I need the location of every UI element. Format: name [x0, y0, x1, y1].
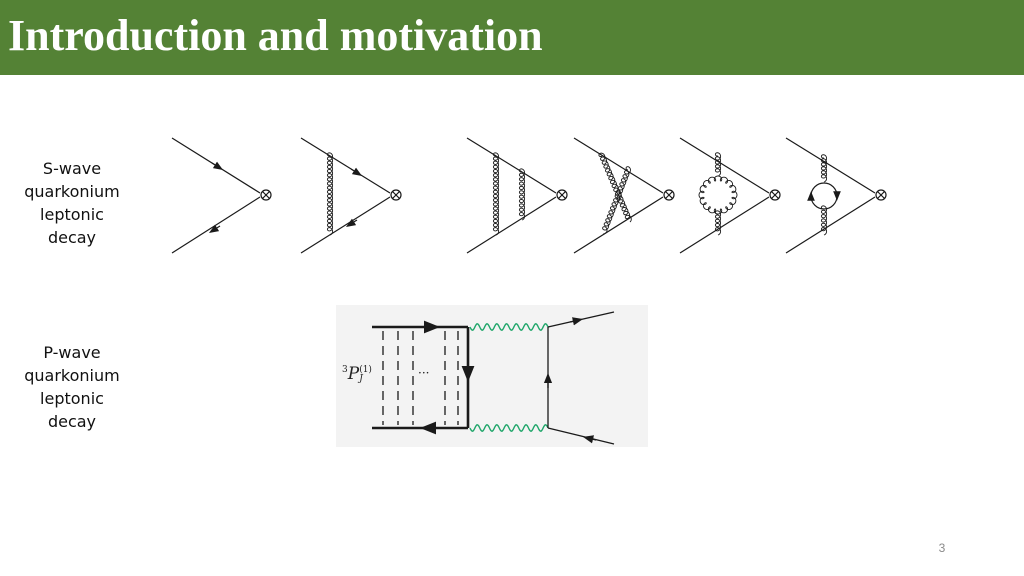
state-subscript: J — [359, 373, 363, 384]
label-line: quarkonium — [24, 182, 120, 201]
ellipsis: ··· — [418, 366, 430, 380]
feynman-diagram-p-wave — [372, 311, 615, 445]
feynman-diagram-quark-loop — [785, 137, 887, 254]
feynman-diagram-ladder — [466, 137, 568, 254]
feynman-diagram-crossed — [573, 137, 675, 254]
feynman-diagram-gluon-loop — [679, 137, 781, 254]
label-line: P-wave — [43, 343, 101, 362]
feynman-diagram-tree — [171, 137, 272, 254]
label-line: leptonic — [40, 205, 104, 224]
label-line: leptonic — [40, 389, 104, 408]
slide-title: Introduction and motivation — [8, 11, 543, 60]
state-label: 3P(1)J — [342, 364, 372, 384]
label-line: quarkonium — [24, 366, 120, 385]
page-number: 3 — [938, 541, 946, 555]
label-line: decay — [47, 228, 97, 247]
label-line: decay — [47, 412, 97, 431]
feynman-diagram-gluon-exchange — [300, 137, 402, 254]
p-wave-label: P-wave quarkonium leptonic decay — [12, 341, 132, 433]
state-superscript: (1) — [359, 364, 372, 375]
s-wave-label: S-wave quarkonium leptonic decay — [12, 157, 132, 249]
state-prefix: 3 — [342, 365, 348, 375]
label-line: S-wave — [42, 159, 102, 178]
p-wave-diagram-background — [336, 305, 648, 447]
state-letter: P — [347, 364, 360, 384]
title-bar: Introduction and motivation — [0, 0, 1024, 75]
